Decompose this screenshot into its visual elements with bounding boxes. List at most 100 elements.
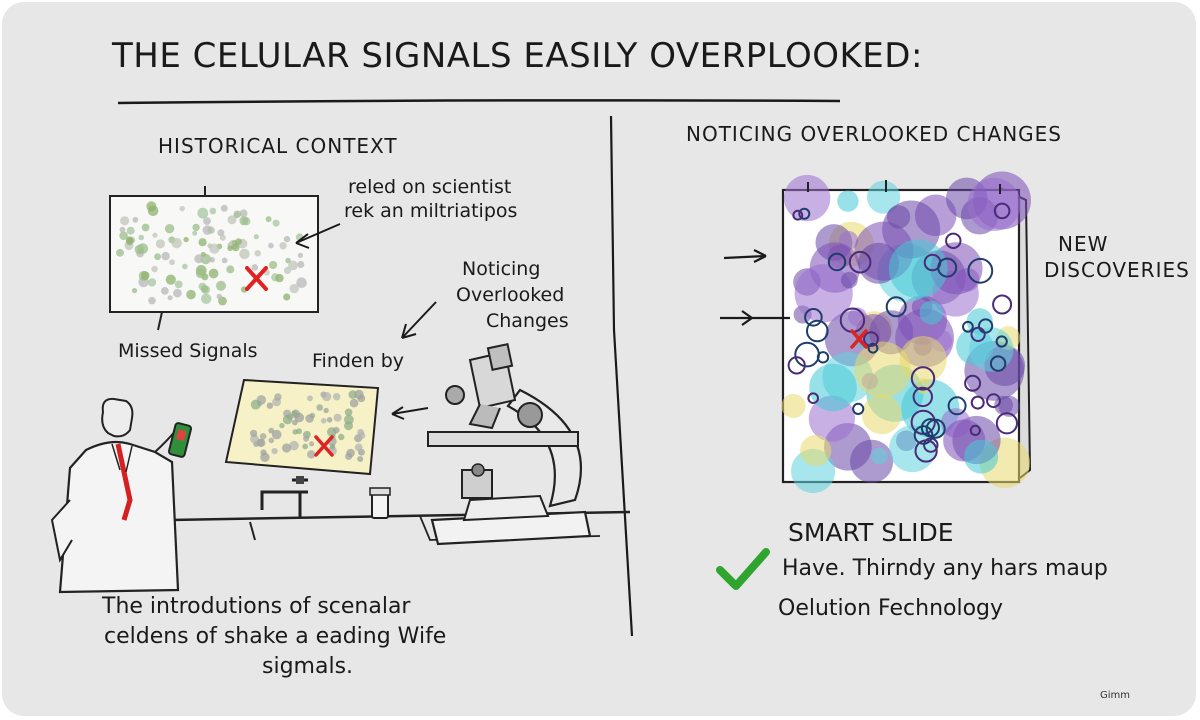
cell-dot — [286, 413, 294, 421]
cell-dot — [202, 225, 213, 235]
missed-signals-label: Missed Signals — [118, 340, 258, 362]
cell-dot — [275, 273, 284, 283]
cell-dot — [333, 393, 341, 401]
cell-ring — [947, 396, 967, 416]
cell-dot — [179, 205, 185, 212]
tissue-blob — [871, 447, 888, 465]
faucet-icon — [260, 476, 308, 518]
historical-slide — [109, 186, 319, 331]
tissue-blob — [867, 180, 901, 214]
cell-dot — [216, 293, 223, 300]
cell-ring — [992, 294, 1013, 315]
cell-dot — [146, 201, 157, 212]
cell-dot — [274, 393, 282, 401]
cell-dot — [266, 402, 274, 409]
smart-line-1: Have. Thirndy any hars maup — [782, 556, 1108, 581]
cell-dot — [169, 259, 175, 266]
cell-ring — [807, 392, 820, 405]
cell-dot — [152, 232, 158, 238]
cell-ring — [852, 402, 865, 415]
cell-dot — [326, 417, 333, 423]
arrow-icon — [391, 406, 429, 420]
cell-ring — [962, 320, 974, 333]
cell-dot — [182, 263, 188, 270]
noticing-label-2: Overlooked — [456, 284, 565, 306]
tissue-blob — [840, 271, 858, 289]
green-check-icon — [716, 548, 770, 590]
cell-dot — [209, 243, 220, 254]
note-line-1: reled on scientist — [348, 176, 512, 198]
jar-icon — [369, 487, 391, 519]
red-x-icon — [245, 266, 268, 291]
cell-dot — [138, 234, 144, 241]
cell-dot — [354, 443, 363, 452]
cell-dot — [195, 268, 206, 279]
cell-dot — [268, 437, 275, 444]
cell-dot — [289, 283, 299, 294]
cell-dot — [307, 450, 316, 459]
cell-ring — [995, 335, 1008, 348]
tissue-blob — [837, 190, 859, 212]
cell-dot — [192, 223, 200, 232]
cell-dot — [271, 429, 282, 440]
cell-dot — [132, 216, 139, 223]
cell-dot — [165, 274, 176, 285]
cell-dot — [250, 429, 258, 437]
cell-dot — [216, 280, 226, 291]
noticing-heading: NOTICING OVERLOOKED CHANGES — [686, 122, 1063, 146]
scientist-icon — [50, 397, 180, 594]
cell-dot — [221, 257, 228, 264]
cell-ring — [993, 202, 1011, 220]
cell-dot — [333, 413, 342, 422]
noticing-label-1: Noticing — [462, 258, 541, 280]
cell-dot — [140, 271, 150, 280]
cell-dot — [198, 238, 207, 247]
cell-dot — [357, 394, 366, 403]
cell-dot — [338, 433, 345, 441]
cell-dot — [292, 429, 298, 435]
new-label: NEW — [1058, 232, 1109, 256]
cell-ring — [945, 232, 962, 250]
arrow-icon — [723, 249, 767, 263]
tissue-blob — [967, 177, 1021, 231]
cell-ring — [806, 319, 829, 343]
cell-ring — [967, 257, 994, 284]
cell-dot — [131, 287, 138, 294]
caption-line-3: sigmals. — [262, 654, 354, 679]
cell-dot — [309, 441, 315, 447]
cell-ring — [816, 351, 830, 364]
cell-dot — [316, 404, 324, 411]
discoveries-label: DISCOVERIES — [1044, 258, 1190, 282]
cell-ring — [867, 342, 879, 354]
smart-slide-heading: SMART SLIDE — [788, 518, 954, 547]
cell-dot — [279, 242, 287, 250]
cell-dot — [203, 217, 211, 225]
cell-ring — [970, 326, 986, 342]
cell-dot — [147, 278, 157, 287]
cell-dot — [330, 443, 336, 449]
cell-dot — [167, 295, 173, 301]
cell-dot — [260, 452, 270, 462]
cell-dot — [235, 238, 242, 246]
cell-dot — [200, 256, 206, 262]
cell-dot — [283, 235, 291, 243]
cell-ring — [913, 425, 934, 445]
cell-dot — [296, 277, 307, 289]
cell-dot — [302, 443, 309, 450]
tissue-blob — [794, 264, 853, 323]
cell-dot — [294, 412, 305, 423]
tissue-blob — [783, 174, 831, 222]
cell-dot — [161, 251, 170, 261]
cell-dot — [161, 287, 169, 295]
cell-dot — [174, 280, 183, 289]
cell-dot — [200, 285, 209, 293]
cell-dot — [289, 440, 299, 451]
cell-dot — [282, 443, 292, 453]
cell-dot — [344, 414, 354, 425]
cell-dot — [209, 207, 217, 215]
cell-dot — [297, 252, 303, 258]
cell-dot — [357, 456, 364, 462]
cell-dot — [186, 289, 196, 300]
cell-dot — [148, 296, 156, 305]
